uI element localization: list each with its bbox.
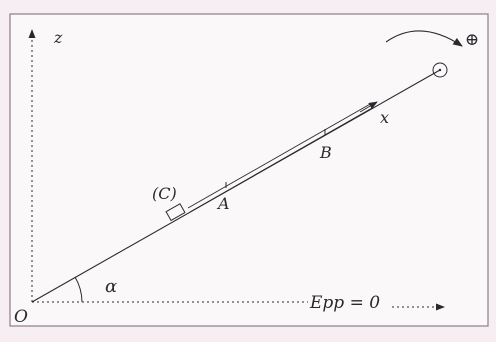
origin-label: O <box>14 307 28 327</box>
rail-bottom <box>189 107 373 213</box>
x-axis-label: x <box>380 108 389 127</box>
diagram-frame <box>9 13 489 327</box>
point-b-label: B <box>319 143 332 162</box>
rotation-sign: ⊕ <box>465 30 479 50</box>
z-axis-label: z <box>53 28 63 47</box>
point-a-label: A <box>216 194 230 213</box>
pivot-circle <box>432 62 448 78</box>
rail-top <box>187 102 373 209</box>
angle-label: α <box>105 276 117 297</box>
rotation-arrow <box>385 30 463 47</box>
reference-label: Epp = 0 <box>309 293 380 313</box>
x-axis-arrow <box>359 101 378 113</box>
object-c-label: (C) <box>152 184 177 203</box>
pivot-center <box>438 68 442 72</box>
angle-arc <box>74 276 83 303</box>
object-c <box>165 203 186 222</box>
